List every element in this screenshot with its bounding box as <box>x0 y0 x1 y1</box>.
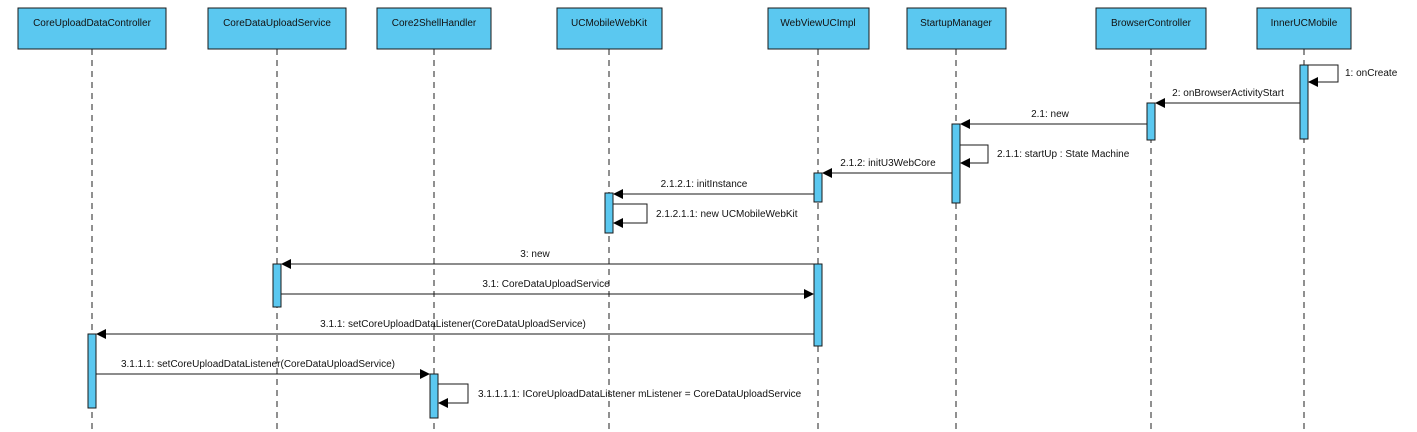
lifeline-box[interactable] <box>207 7 347 50</box>
activation-core-data-upload-service <box>272 263 282 308</box>
lifeline-label: Core2ShellHandler <box>392 18 477 29</box>
message-on-browser-activity-start[interactable]: 2: onBrowserActivityStart <box>1155 88 1300 108</box>
message-label: 2: onBrowserActivityStart <box>1172 88 1284 99</box>
activation-core2-shell-handler <box>429 373 439 419</box>
message-set-core-upload-data-listener-handler[interactable]: 3.1.1.1: setCoreUploadDataListener(CoreD… <box>96 359 430 379</box>
message-arrow-line[interactable] <box>613 203 648 224</box>
message-init-instance[interactable]: 2.1.2.1: initInstance <box>613 179 814 199</box>
arrow-head-icon <box>1308 77 1318 87</box>
message-label: 2.1.2: initU3WebCore <box>840 158 936 169</box>
arrow-head-icon <box>960 158 970 168</box>
lifeline-core-data-upload-service[interactable]: CoreDataUploadService <box>207 7 347 50</box>
lifeline-browser-controller[interactable]: BrowserController <box>1095 7 1207 50</box>
lifeline-box[interactable] <box>1256 7 1352 50</box>
activation-uc-mobile-webkit <box>604 192 614 234</box>
message-label: 3: new <box>520 249 550 260</box>
lifeline-label: BrowserController <box>1111 18 1192 29</box>
message-new-startup-manager[interactable]: 2.1: new <box>960 109 1147 129</box>
arrow-head-icon <box>420 369 430 379</box>
arrow-head-icon <box>613 218 623 228</box>
message-label: 1: onCreate <box>1345 68 1398 79</box>
lifeline-box[interactable] <box>376 7 492 50</box>
message-core-data-upload-service[interactable]: 3.1: CoreDataUploadService <box>281 279 814 299</box>
message-init-u3-web-core[interactable]: 2.1.2: initU3WebCore <box>822 158 952 178</box>
lifeline-core-upload-data-controller[interactable]: CoreUploadDataController <box>17 7 167 50</box>
lifeline-inner-uc-mobile[interactable]: InnerUCMobile <box>1256 7 1352 50</box>
lifeline-core2-shell-handler[interactable]: Core2ShellHandler <box>376 7 492 50</box>
lifeline-startup-manager[interactable]: StartupManager <box>906 7 1007 50</box>
arrow-head-icon <box>1155 98 1165 108</box>
lifeline-label: UCMobileWebKit <box>571 18 647 29</box>
message-m-listener-assignment[interactable]: 3.1.1.1.1: ICoreUploadDataListener mList… <box>438 383 802 408</box>
arrow-head-icon <box>281 259 291 269</box>
message-label: 3.1.1: setCoreUploadDataListener(CoreDat… <box>320 319 586 330</box>
messages: 1: onCreate 2: onBrowserActivityStart 2.… <box>96 64 1398 408</box>
lifeline-box[interactable] <box>1095 7 1207 50</box>
message-arrow-line[interactable] <box>1308 64 1339 83</box>
activation-core-upload-data-controller <box>87 333 97 409</box>
activation-inner-uc-mobile <box>1299 64 1309 140</box>
message-arrow-line[interactable] <box>960 144 989 164</box>
lifeline-uc-mobile-webkit[interactable]: UCMobileWebKit <box>556 7 663 50</box>
arrow-head-icon <box>96 329 106 339</box>
arrow-head-icon <box>613 189 623 199</box>
lifeline-headers: CoreUploadDataController CoreDataUploadS… <box>17 7 1352 50</box>
lifeline-webview-uc-impl[interactable]: WebViewUCImpl <box>767 7 870 50</box>
lifeline-lines <box>91 49 1305 432</box>
arrow-head-icon <box>822 168 832 178</box>
message-label: 3.1.1.1.1: ICoreUploadDataListener mList… <box>478 389 802 400</box>
lifeline-label: CoreDataUploadService <box>223 18 331 29</box>
message-label: 3.1.1.1: setCoreUploadDataListener(CoreD… <box>121 359 395 370</box>
message-new-core-data-upload-service[interactable]: 3: new <box>281 249 814 269</box>
lifeline-label: WebViewUCImpl <box>780 18 855 29</box>
message-label: 3.1: CoreDataUploadService <box>482 279 610 290</box>
activation-browser-controller <box>1146 102 1156 141</box>
lifeline-label: StartupManager <box>920 18 992 29</box>
lifeline-label: InnerUCMobile <box>1271 18 1338 29</box>
message-new-uc-mobile-webkit[interactable]: 2.1.2.1.1: new UCMobileWebKit <box>613 203 798 228</box>
lifeline-box[interactable] <box>556 7 663 50</box>
activation-webview-uc-impl-1 <box>813 172 823 203</box>
activation-startup-manager <box>951 123 961 204</box>
activation-webview-uc-impl-2 <box>813 263 823 347</box>
activation-bars <box>87 64 1309 419</box>
arrow-head-icon <box>438 398 448 408</box>
message-label: 2.1.2.1: initInstance <box>661 179 748 190</box>
lifeline-box[interactable] <box>767 7 870 50</box>
arrow-head-icon <box>804 289 814 299</box>
lifeline-box[interactable] <box>906 7 1007 50</box>
message-label: 2.1: new <box>1031 109 1070 120</box>
lifeline-label: CoreUploadDataController <box>33 18 152 29</box>
arrow-head-icon <box>960 119 970 129</box>
message-start-up[interactable]: 2.1.1: startUp : State Machine <box>960 144 1130 168</box>
message-on-create[interactable]: 1: onCreate <box>1308 64 1398 87</box>
message-arrow-line[interactable] <box>438 383 469 404</box>
message-label: 2.1.1: startUp : State Machine <box>997 149 1130 160</box>
message-label: 2.1.2.1.1: new UCMobileWebKit <box>656 209 798 220</box>
lifeline-box[interactable] <box>17 7 167 50</box>
message-set-core-upload-data-listener[interactable]: 3.1.1: setCoreUploadDataListener(CoreDat… <box>96 319 814 339</box>
